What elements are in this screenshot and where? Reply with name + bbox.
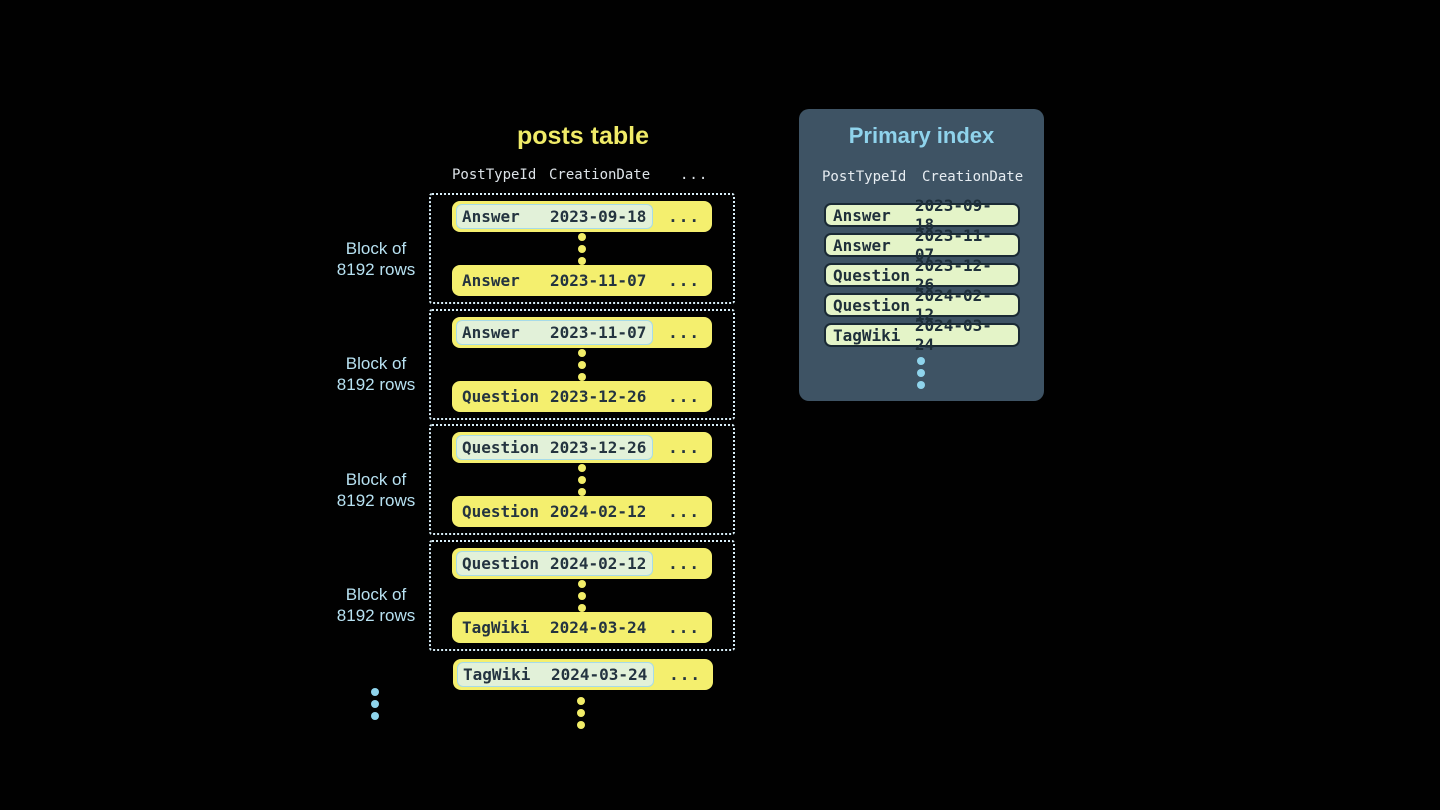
posts-block-1: Answer 2023-09-18 ... Answer 2023-11-07 … [429,193,735,304]
primary-index-column-headers: PostTypeId CreationDate [799,169,1044,187]
next-block-first-row-wrap: TagWiki 2024-03-24 ... [453,659,713,690]
index-row: Answer 2023-11-07 [824,226,1020,264]
row-creationdate: 2024-03-24 [550,618,647,637]
row-creationdate: 2023-09-18 [550,207,647,226]
table-row-first: Question 2023-12-26 ... [452,432,712,463]
column-header-ellipsis: ... [680,167,709,183]
row-ellipsis: ... [668,438,700,457]
row-creationdate: 2024-02-12 [550,554,647,573]
block-label-line2: 8192 rows [336,491,416,510]
block-label-line2: 8192 rows [336,375,416,394]
block-label-line1: Block of [345,470,407,489]
table-row-last: Answer 2023-11-07 ... [452,265,712,296]
row-posttypeid: TagWiki [463,665,531,684]
row-creationdate: 2023-12-26 [550,438,647,457]
row-ellipsis: ... [669,665,701,684]
row-posttypeid: Question [833,295,911,315]
row-key-highlight: Question 2023-12-26 [456,435,653,460]
row-ellipsis: ... [668,387,700,406]
posts-block-4: Question 2024-02-12 ... TagWiki 2024-03-… [429,540,735,651]
vertical-ellipsis-dots [577,697,585,729]
block-label-line2: 8192 rows [336,260,416,279]
row-key: Question 2023-12-26 [456,384,653,409]
block-label-2: Block of 8192 rows [316,353,436,395]
row-key: Question 2024-02-12 [456,499,653,524]
row-ellipsis: ... [668,207,700,226]
block-label-1: Block of 8192 rows [316,238,436,280]
row-key-highlight: Answer 2023-09-18 [456,204,653,229]
row-ellipsis: ... [668,271,700,290]
row-creationdate: 2024-03-24 [914,316,992,354]
row-creationdate: 2023-11-07 [550,271,647,290]
vertical-ellipsis-dots [578,232,586,265]
primary-index-panel: Primary index PostTypeId CreationDate An… [799,109,1044,401]
row-creationdate: 2023-12-26 [914,256,992,294]
row-posttypeid: Answer [833,235,891,255]
table-row-last: TagWiki 2024-03-24 ... [452,612,712,643]
vertical-ellipsis-dots [917,357,925,389]
block-label-line2: 8192 rows [336,606,416,625]
row-key: Answer 2023-11-07 [456,268,653,293]
table-row-last: Question 2023-12-26 ... [452,381,712,412]
row-key-highlight: Answer 2023-11-07 [456,320,653,345]
row-posttypeid: Question [833,265,911,285]
row-posttypeid: Question [462,438,540,457]
row-creationdate: 2023-12-26 [550,387,647,406]
row-ellipsis: ... [668,502,700,521]
block-label-4: Block of 8192 rows [316,584,436,626]
row-posttypeid: TagWiki [833,325,901,345]
column-header-posttypeid: PostTypeId [822,169,907,185]
row-key: TagWiki 2024-03-24 [456,615,653,640]
row-creationdate: 2024-02-12 [550,502,647,521]
table-row-last: Question 2024-02-12 ... [452,496,712,527]
vertical-ellipsis-dots [578,463,586,496]
block-label-line1: Block of [345,354,407,373]
posts-table-column-headers: PostTypeId CreationDate ... [430,167,736,185]
column-header-creationdate: CreationDate [549,167,651,183]
vertical-ellipsis-dots [578,348,586,381]
row-posttypeid: Answer [462,323,520,342]
row-posttypeid: Question [462,502,540,521]
table-row-first: Answer 2023-09-18 ... [452,201,712,232]
table-row-first: Answer 2023-11-07 ... [452,317,712,348]
row-posttypeid: Answer [462,207,520,226]
column-header-creationdate: CreationDate [922,169,1024,185]
vertical-ellipsis-dots [371,688,379,720]
row-posttypeid: Answer [833,205,891,225]
posts-table-title: posts table [517,122,649,150]
index-row: Question 2024-02-12 [824,286,1020,324]
posts-block-3: Question 2023-12-26 ... Question 2024-02… [429,424,735,535]
row-ellipsis: ... [668,554,700,573]
primary-index-title: Primary index [848,123,995,148]
row-posttypeid: Question [462,387,540,406]
row-creationdate: 2024-02-12 [914,286,992,324]
row-creationdate: 2024-03-24 [551,665,648,684]
column-header-posttypeid: PostTypeId [452,167,537,183]
row-posttypeid: TagWiki [462,618,530,637]
block-label-line1: Block of [345,585,407,604]
row-ellipsis: ... [668,323,700,342]
index-row: Answer 2023-09-18 [824,196,1020,234]
index-row: TagWiki 2024-03-24 [824,316,1020,354]
row-posttypeid: Question [462,554,540,573]
row-creationdate: 2023-11-07 [550,323,647,342]
row-creationdate: 2023-11-07 [914,226,992,264]
row-key-highlight: Question 2024-02-12 [456,551,653,576]
index-row: Question 2023-12-26 [824,256,1020,294]
row-creationdate: 2023-09-18 [914,196,992,234]
row-ellipsis: ... [668,618,700,637]
table-row-first: Question 2024-02-12 ... [452,548,712,579]
block-label-3: Block of 8192 rows [316,469,436,511]
row-key-highlight: TagWiki 2024-03-24 [457,662,654,687]
table-row-first: TagWiki 2024-03-24 ... [453,659,713,690]
row-posttypeid: Answer [462,271,520,290]
posts-block-2: Answer 2023-11-07 ... Question 2023-12-2… [429,309,735,420]
block-label-line1: Block of [345,239,407,258]
vertical-ellipsis-dots [578,579,586,612]
